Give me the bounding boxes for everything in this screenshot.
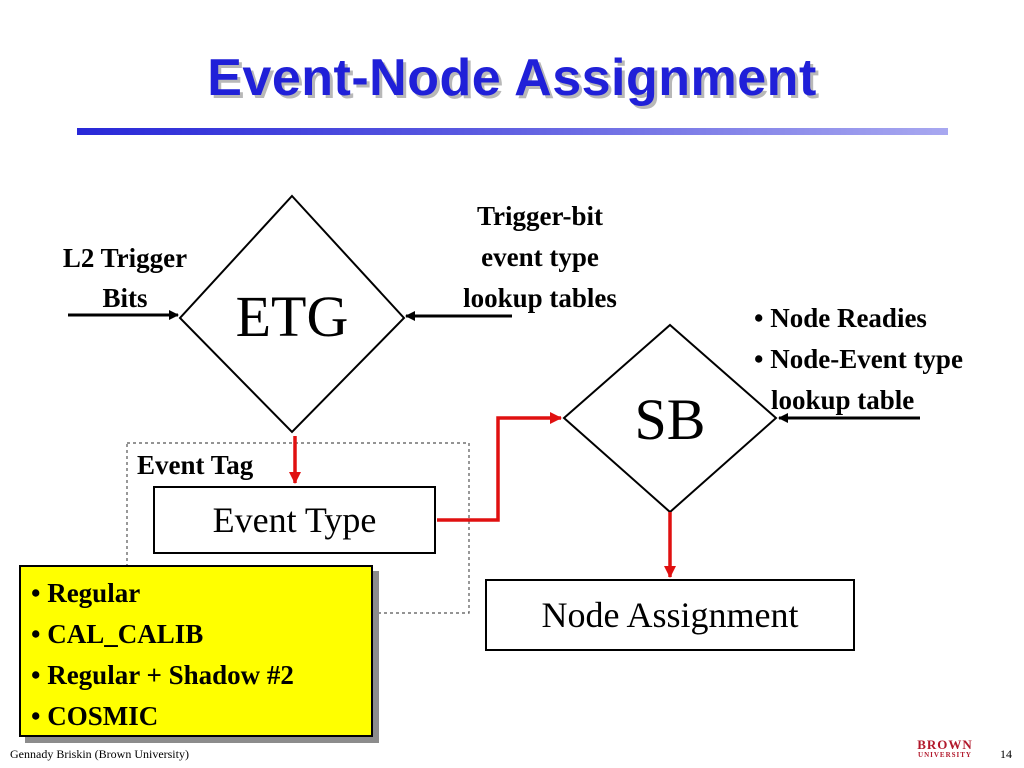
sb-label: SB	[634, 387, 706, 452]
event-type-item: • CAL_CALIB	[31, 619, 204, 649]
sb-input-item: • Node Readies	[754, 303, 927, 333]
l2-trigger-label: L2 Trigger Bits	[35, 238, 215, 318]
event-type-label: Event Type	[212, 500, 377, 540]
l2-trigger-line-2: Bits	[102, 283, 148, 313]
event-type-cal-calib: CAL_CALIB	[47, 619, 204, 649]
logo-line-2: UNIVERSITY	[918, 751, 972, 759]
sb-input-node-event-type: Node-Event type	[770, 344, 963, 374]
node-assignment-box: Node Assignment	[485, 579, 855, 651]
l2-trigger-line-1: L2 Trigger	[62, 243, 188, 273]
etg-diamond	[178, 194, 406, 434]
sb-input-item: • Node-Event type	[754, 344, 963, 374]
brown-university-logo: BROWN UNIVERSITY	[912, 738, 978, 764]
node-assignment-label: Node Assignment	[541, 595, 799, 635]
trigger-bit-line-2: event type	[481, 242, 599, 272]
slide-title: Event-Node Assignment	[207, 49, 817, 107]
sb-inputs-list: • Node Readies • Node-Event type lookup …	[754, 298, 1022, 421]
sb-input-lookup-table: lookup table	[771, 385, 915, 415]
event-type-regular-shadow: Regular + Shadow #2	[47, 660, 294, 690]
etg-label: ETG	[235, 284, 349, 349]
event-type-box: Event Type	[153, 486, 436, 554]
event-types-list: • Regular • CAL_CALIB • Regular + Shadow…	[19, 565, 373, 737]
logo-line-1: BROWN	[917, 737, 973, 752]
sb-input-node-readies: Node Readies	[770, 303, 927, 333]
event-type-cosmic: COSMIC	[47, 701, 159, 731]
event-type-item: • Regular	[31, 578, 141, 608]
event-type-item: • Regular + Shadow #2	[31, 660, 294, 690]
trigger-bit-label: Trigger-bit event type lookup tables	[430, 196, 650, 319]
footer-credit: Gennady Briskin (Brown University)	[10, 747, 189, 761]
trigger-bit-line-3: lookup tables	[463, 283, 617, 313]
sb-input-continuation: lookup table	[754, 380, 1022, 421]
event-type-regular: Regular	[47, 578, 141, 608]
event-type-to-sb-arrow	[437, 412, 562, 522]
page-number: 14	[1000, 747, 1012, 761]
title-underline	[77, 128, 948, 135]
event-tag-region	[126, 442, 470, 614]
trigger-bit-line-1: Trigger-bit	[477, 201, 603, 231]
event-tag-label: Event Tag	[137, 450, 254, 480]
event-type-item: • COSMIC	[31, 701, 159, 731]
